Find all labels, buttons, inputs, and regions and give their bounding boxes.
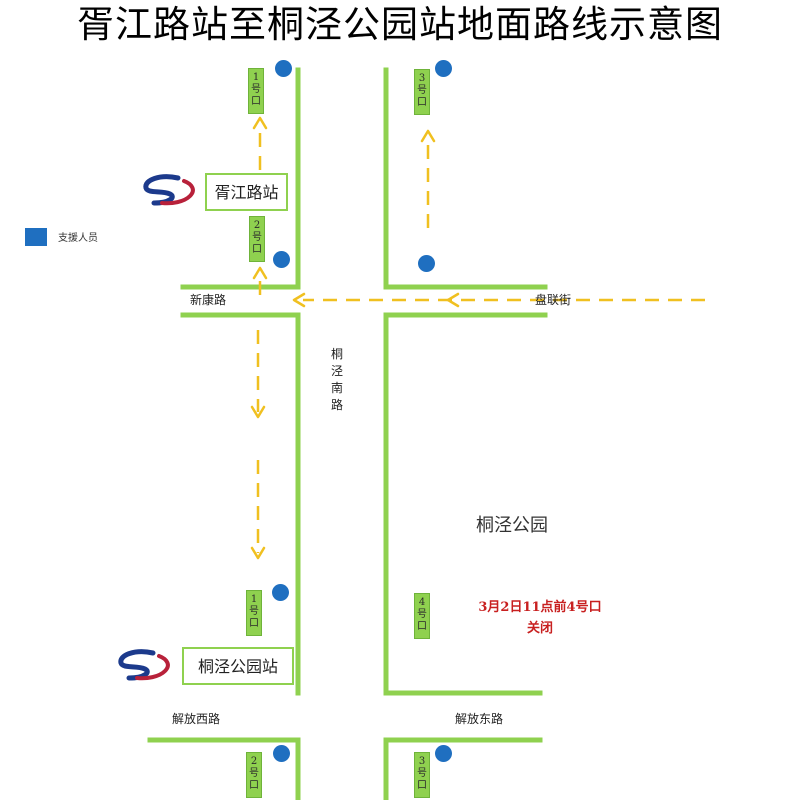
route-arrows — [256, 125, 705, 553]
street-label-panlian: 盘联街 — [535, 293, 572, 307]
arrowheads — [250, 116, 460, 560]
legend-swatch-icon — [25, 228, 47, 246]
arrowhead-south-2 — [250, 546, 266, 560]
page-title: 胥江路站至桐泾公园站地面路线示意图 — [77, 3, 723, 46]
staff-dot-icon — [273, 745, 290, 762]
street-label-jiefang-east: 解放东路 — [455, 712, 504, 726]
staff-dot-icon — [418, 255, 435, 272]
xujiang-gate3[interactable]: 3号口 — [414, 69, 430, 115]
staff-dot-icon — [272, 584, 289, 601]
staff-dot-icon — [273, 251, 290, 268]
arrowhead-gate1 — [252, 116, 268, 130]
street-label-xinkang: 新康路 — [190, 293, 227, 307]
metro-logo-icon — [118, 649, 170, 681]
metro-logo-icon — [143, 174, 195, 206]
arrowhead-gate2 — [252, 266, 268, 280]
staff-dot-icon — [435, 60, 452, 77]
xujiang-gate2[interactable]: 2号口 — [249, 216, 265, 262]
staff-dot-icon — [435, 745, 452, 762]
tongjing-gate1[interactable]: 1号口 — [246, 590, 262, 636]
arrowhead-south-1 — [250, 405, 266, 419]
station-tongjing-park[interactable]: 桐泾公园站 — [182, 647, 294, 685]
street-label-jiefang-west: 解放西路 — [172, 712, 221, 726]
tongjing-gate2[interactable]: 2号口 — [246, 752, 262, 798]
roads — [147, 67, 548, 800]
arrowhead-west-2 — [292, 292, 306, 308]
tongjing-gate4[interactable]: 4号口 — [414, 593, 430, 639]
arrowhead-gate3 — [420, 129, 436, 143]
closure-notice-line1: 3月2日11点前4号口 — [478, 600, 602, 615]
closure-notice: 3月2日11点前4号口 关闭 — [440, 597, 640, 639]
station-xujiang[interactable]: 胥江路站 — [205, 173, 288, 211]
street-label-tongjing-south: 桐泾南路 — [330, 347, 343, 412]
legend-label: 支援人员 — [58, 233, 98, 244]
park-label: 桐泾公园 — [476, 515, 548, 536]
closure-notice-line2: 关闭 — [526, 621, 553, 636]
xujiang-gate1[interactable]: 1号口 — [248, 68, 264, 114]
tongjing-gate3[interactable]: 3号口 — [414, 752, 430, 798]
staff-dot-icon — [275, 60, 292, 77]
arrowhead-west-1 — [446, 292, 460, 308]
